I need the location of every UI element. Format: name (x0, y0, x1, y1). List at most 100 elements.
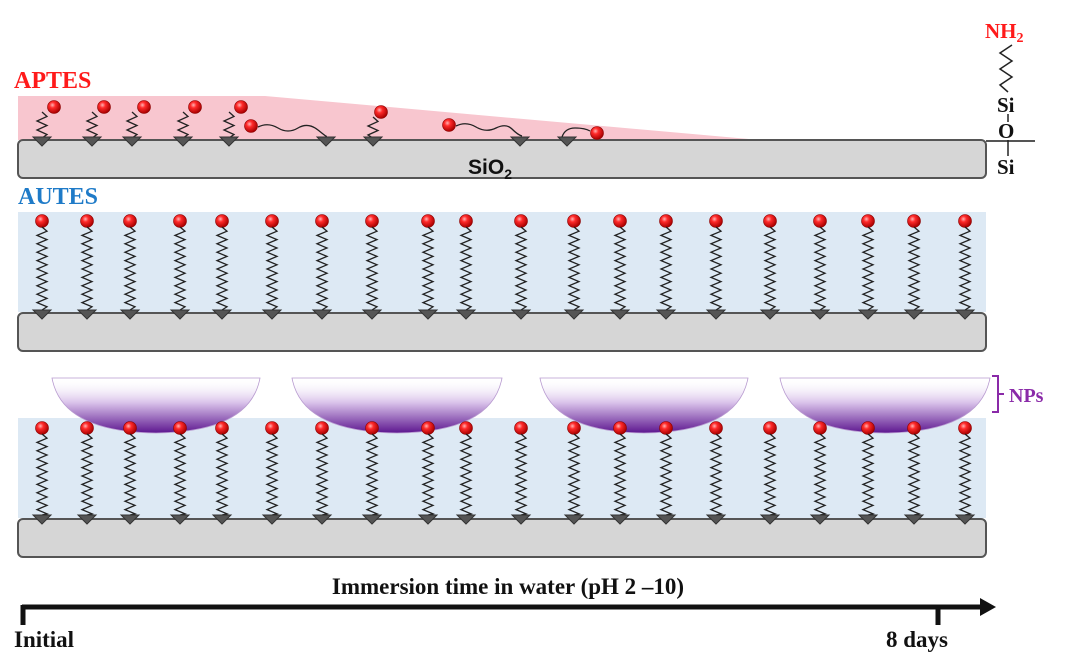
anchor-triangle (903, 514, 925, 525)
anchor-triangle (31, 514, 53, 525)
amine-headgroup (123, 421, 137, 435)
silane-chain (907, 226, 921, 311)
amine-headgroup (590, 126, 604, 140)
silane-chain (421, 226, 435, 311)
anchor-triangle (211, 514, 233, 525)
aptes-substrate (17, 139, 987, 179)
anchor-triangle (809, 309, 831, 320)
autes-chains (31, 214, 976, 320)
np-chains (31, 421, 976, 525)
anchor-triangle (169, 514, 191, 525)
np-substrate (17, 518, 987, 558)
autes-label: AUTES (18, 184, 98, 210)
autes-panel: AUTES (17, 184, 987, 352)
silane-chain (763, 433, 778, 516)
anchor-triangle (119, 309, 141, 320)
anchor-triangle (169, 309, 191, 320)
anchor-triangle (705, 309, 727, 320)
silane-chain (763, 226, 777, 311)
anchor-triangle (455, 309, 477, 320)
silane-chain (459, 433, 474, 516)
amine-headgroup (514, 214, 528, 228)
nps-label: NPs (1009, 385, 1044, 407)
silane-chain (813, 226, 827, 311)
anchor-triangle (417, 514, 439, 525)
amine-headgroup (123, 214, 137, 228)
amine-headgroup (215, 214, 229, 228)
anchor-triangle (211, 309, 233, 320)
silane-chain (813, 433, 828, 516)
amine-headgroup (315, 421, 329, 435)
silane-chain (958, 226, 972, 311)
nanoparticle-dome (779, 377, 991, 434)
oxygen-label: O (998, 119, 1014, 143)
anchor-triangle (311, 514, 333, 525)
anchor-triangle (809, 514, 831, 525)
anchor-triangle (954, 514, 976, 525)
anchor-triangle (510, 309, 532, 320)
silane-chain (907, 433, 922, 516)
anchor-triangle (361, 309, 383, 320)
anchor-triangle (315, 136, 337, 147)
np-panel: NPs (17, 375, 1044, 558)
anchor-triangle (563, 514, 585, 525)
amine-headgroup (97, 100, 111, 114)
silane-chain (365, 226, 379, 311)
autes-layer (18, 212, 986, 312)
amine-headgroup (763, 214, 777, 228)
amine-headgroup (442, 118, 456, 132)
aptes-layer (18, 96, 760, 140)
timeline-initial-label: Initial (14, 627, 74, 652)
structure-chain (998, 44, 1014, 93)
collapsed-chain (455, 123, 523, 137)
silane-chain (85, 111, 99, 139)
anchor-triangle (705, 514, 727, 525)
amine-headgroup (188, 100, 202, 114)
silane-chain (35, 111, 49, 139)
amine-headgroup (907, 421, 921, 435)
anchor-triangle (361, 514, 383, 525)
anchor-triangle (759, 514, 781, 525)
amine-headgroup (709, 421, 723, 435)
silane-chain (861, 433, 876, 516)
amine-headgroup (35, 214, 49, 228)
silane-chain (173, 433, 188, 516)
amine-headgroup (659, 421, 673, 435)
silane-chain (80, 433, 95, 516)
anchor-triangle (655, 514, 677, 525)
collapsed-chain (561, 127, 591, 138)
amine-headgroup (80, 421, 94, 435)
amine-headgroup (659, 214, 673, 228)
nanoparticle-dome (291, 377, 503, 434)
silane-chain (365, 433, 380, 516)
anchor-triangle (903, 309, 925, 320)
nh2-label: NH2 (985, 19, 1024, 46)
anchor-triangle (31, 309, 53, 320)
silane-chain (659, 226, 673, 311)
chemical-structure: NH2 Si O Si (985, 19, 1024, 179)
nanoparticle-dome (51, 377, 261, 434)
amine-headgroup (958, 214, 972, 228)
anchor-triangle (31, 136, 53, 147)
amine-headgroup (365, 421, 379, 435)
amine-headgroup (421, 421, 435, 435)
amine-headgroup (567, 214, 581, 228)
aptes-label: APTES (14, 68, 91, 94)
amine-headgroup (137, 100, 151, 114)
silane-chain (514, 433, 529, 516)
silane-chain (215, 226, 229, 311)
anchor-triangle (417, 309, 439, 320)
substrate-label: SiO2 (468, 156, 512, 182)
amine-headgroup (709, 214, 723, 228)
amine-headgroup (567, 421, 581, 435)
anchor-triangle (218, 136, 240, 147)
autes-substrate (17, 312, 987, 352)
nps-bracket (992, 375, 1004, 413)
anchor-triangle (563, 309, 585, 320)
anchor-triangle (609, 514, 631, 525)
amine-headgroup (365, 214, 379, 228)
anchor-triangle (81, 136, 103, 147)
silane-chain (958, 433, 973, 516)
timeline-title: Immersion time in water (pH 2 –10) (332, 574, 684, 599)
